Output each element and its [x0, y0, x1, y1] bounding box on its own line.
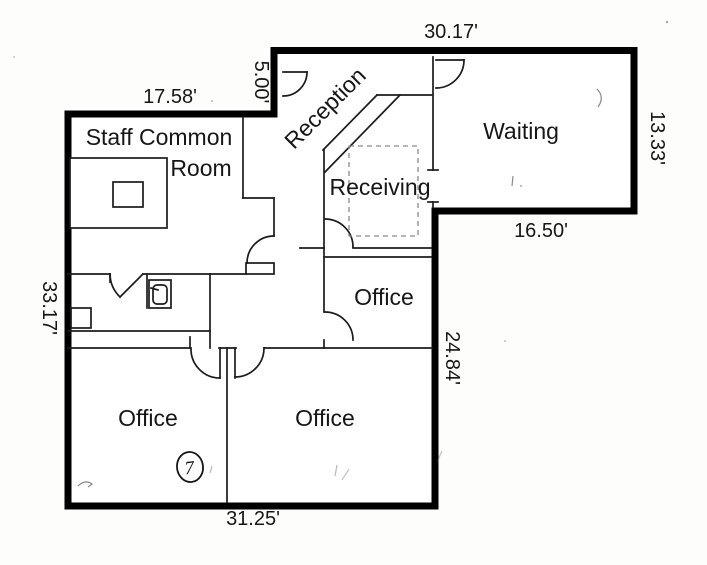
dim-staff-room-top: 17.58'	[143, 86, 197, 108]
handwritten-annotation: 7	[176, 451, 204, 483]
bathroom-door-swing	[109, 273, 122, 299]
dim-waiting-right: 13.33'	[646, 111, 668, 165]
interior-walls	[67, 56, 439, 503]
scan-speck	[504, 340, 506, 342]
entry-door-swing	[282, 71, 308, 97]
bottom-right-office-label: Office	[295, 405, 355, 431]
bathroom-door-leaf	[118, 272, 145, 299]
scan-speck	[334, 464, 338, 477]
middle-office-label: Office	[354, 284, 414, 310]
dim-overall-top: 30.17'	[424, 21, 478, 43]
scan-speck	[209, 465, 213, 474]
left-office-door-swing	[190, 347, 221, 379]
staff-common-room-label-line2: Room	[170, 155, 231, 181]
scan-speck	[520, 185, 522, 187]
receiving-label: Receiving	[330, 174, 431, 200]
dim-office-right: 24.84'	[441, 331, 463, 385]
scan-speck	[341, 468, 350, 481]
counter-inset	[112, 181, 144, 208]
receiving-door-swing	[324, 218, 354, 248]
scan-speck	[665, 20, 669, 24]
waiting-door-swing	[435, 59, 465, 89]
scan-speck	[211, 100, 213, 102]
wall-stub	[245, 262, 275, 275]
dim-waiting-bottom: 16.50'	[514, 220, 568, 242]
doors	[109, 59, 465, 379]
sink-faucet	[149, 286, 160, 292]
receiving-desk-dashed	[348, 145, 419, 237]
exterior-walls	[64, 47, 638, 510]
dim-overall-left: 33.17'	[38, 281, 60, 335]
middle-office-door-swing	[324, 311, 354, 341]
right-office-door-swing	[234, 347, 265, 378]
dim-overall-bottom: 31.25'	[226, 508, 280, 530]
bottom-left-office-label: Office	[118, 405, 178, 431]
reception-counter-diagonal-upper	[321, 93, 379, 152]
staff-room-door-swing	[246, 235, 275, 264]
waiting-label: Waiting	[483, 118, 559, 144]
scan-speck	[13, 56, 15, 58]
staff-common-room-label-line1: Staff Common	[86, 124, 233, 150]
dim-entry-offset: 5.00'	[250, 61, 272, 104]
sink-basin	[152, 284, 168, 305]
fixtures	[69, 145, 419, 329]
annotation-text: 7	[184, 457, 197, 479]
scan-speck	[511, 175, 514, 187]
scan-speck	[596, 88, 602, 108]
scan-speck	[436, 450, 443, 463]
scan-noise	[13, 20, 669, 488]
toilet-fixture	[70, 307, 92, 329]
scan-speck	[77, 481, 94, 488]
dimension-labels: 17.58' 30.17' 5.00' 13.33' 16.50' 24.84'…	[38, 21, 668, 530]
annotation-circle	[176, 451, 204, 483]
reception-counter-diagonal-lower	[323, 93, 402, 174]
sink-fixture	[148, 279, 172, 309]
